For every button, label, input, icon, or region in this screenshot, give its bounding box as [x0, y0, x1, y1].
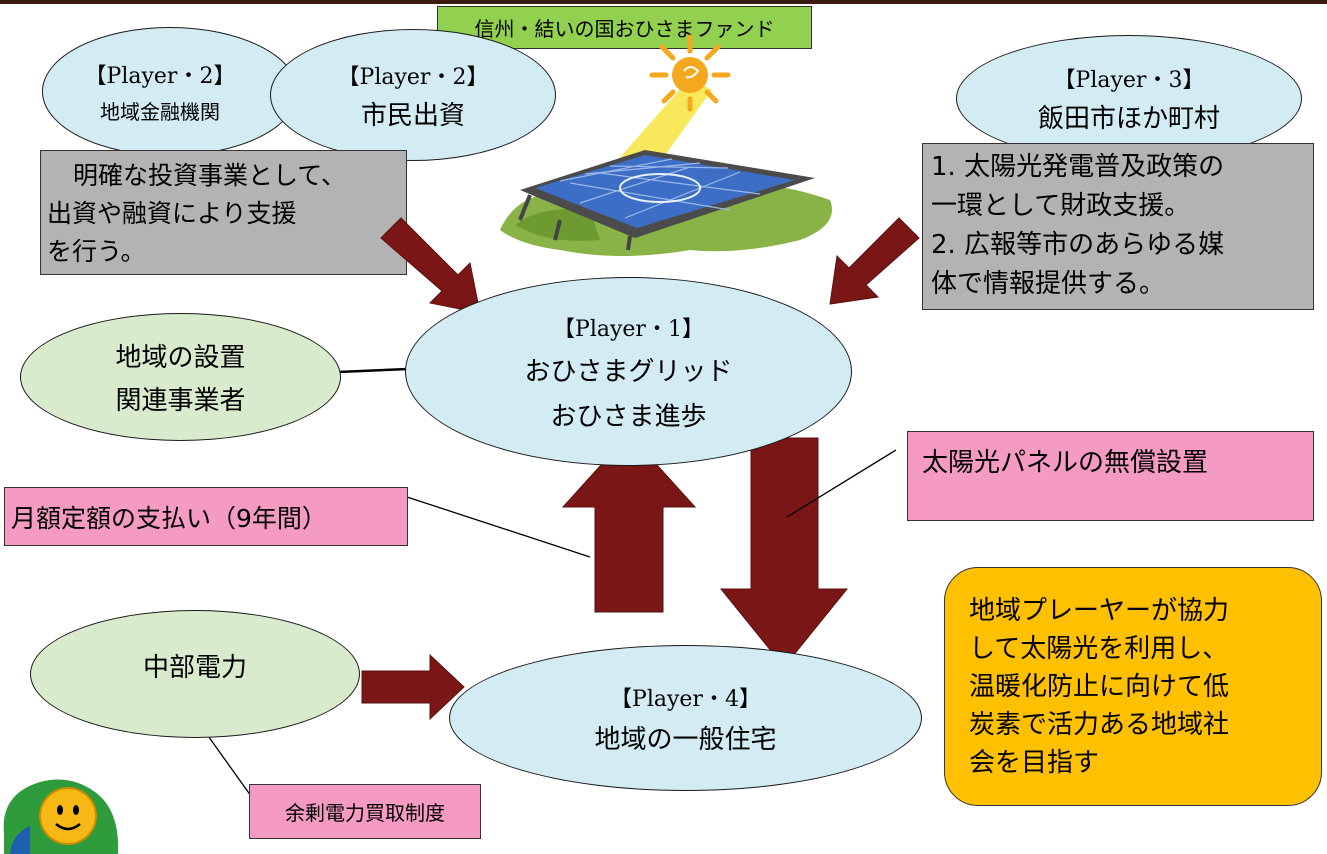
finance-support-line3: を行う。: [47, 237, 146, 266]
city-support-line3: 2. 広報等市のあらゆる媒: [931, 230, 1225, 260]
chubu-electric-ellipse: 中部電力: [30, 610, 360, 738]
goal-line2: して太陽光を利用し、: [969, 634, 1229, 664]
city-support-line2: 一環として財政支援。: [931, 191, 1191, 221]
player1-title: 【Player・1】: [553, 316, 704, 342]
monthly-payment-label: 月額定額の支払い（9年間）: [4, 487, 408, 546]
monthly-payment-text: 月額定額の支払い（9年間）: [11, 503, 327, 533]
surplus-purchase-text: 余剰電力買取制度: [285, 801, 445, 825]
arrow-chubu-to-p4: [361, 653, 465, 721]
free-install-text: 太陽光パネルの無償設置: [922, 448, 1209, 478]
player1-line2: おひさま進歩: [550, 401, 707, 432]
goal-line5: 会を目指す: [969, 748, 1100, 778]
local-business-ellipse: 地域の設置 関連事業者: [20, 313, 341, 441]
goal-line3: 温暖化防止に向けて低: [969, 672, 1230, 702]
player2-bank-ellipse: 【Player・2】 地域金融機関: [42, 27, 298, 156]
player1-line1: おひさまグリッド: [524, 356, 733, 387]
city-support-box: 1. 太陽光発電普及政策の 一環として財政支援。 2. 広報等市のあらゆる媒 体…: [922, 143, 1314, 310]
player3-ellipse: 【Player・3】 飯田市ほか町村: [956, 35, 1302, 162]
local-business-line2: 関連事業者: [115, 386, 246, 416]
arrow-install-down: [719, 437, 849, 668]
fund-label-text: 信州・結いの国おひさまファンド: [474, 17, 775, 41]
player4-ellipse: 【Player・4】 地域の一般住宅: [449, 645, 922, 791]
player2-citizen-title: 【Player・2】: [337, 64, 489, 90]
arrow-city-to-p1: [829, 217, 920, 305]
goal-line1: 地域プレーヤーが協力: [969, 596, 1230, 626]
top-border: [0, 0, 1327, 4]
chubu-electric-name: 中部電力: [142, 653, 247, 683]
finance-support-line1: 明確な投資事業として、: [73, 161, 347, 190]
player2-citizen-ellipse: 【Player・2】 市民出資: [270, 29, 556, 161]
player1-ellipse: 【Player・1】 おひさまグリッド おひさま進歩: [405, 277, 852, 466]
player2-bank-name: 地域金融機関: [100, 100, 220, 124]
city-support-line1: 1. 太陽光発電普及政策の: [931, 152, 1225, 182]
goal-line4: 炭素で活力ある地域社: [969, 710, 1230, 740]
local-business-line1: 地域の設置: [115, 343, 246, 373]
surplus-purchase-label: 余剰電力買取制度: [249, 784, 481, 839]
city-support-line4: 体で情報提供する。: [931, 269, 1166, 299]
sun-mascot-icon: [3, 779, 119, 854]
finance-support-box: 明確な投資事業として、 出資や融資により支援 を行う。: [40, 150, 407, 275]
player3-name: 飯田市ほか町村: [1037, 104, 1220, 134]
player2-bank-title: 【Player・2】: [84, 64, 236, 89]
player2-citizen-name: 市民出資: [360, 100, 465, 131]
goal-box: 地域プレーヤーが協力 して太陽光を利用し、 温暖化防止に向けて低 炭素で活力ある…: [944, 567, 1322, 806]
free-install-label: 太陽光パネルの無償設置: [907, 431, 1314, 521]
player4-title: 【Player・4】: [610, 686, 761, 712]
finance-support-line2: 出資や融資により支援: [47, 199, 297, 228]
player3-title: 【Player・3】: [1053, 68, 1205, 93]
player4-name: 地域の一般住宅: [594, 724, 777, 755]
